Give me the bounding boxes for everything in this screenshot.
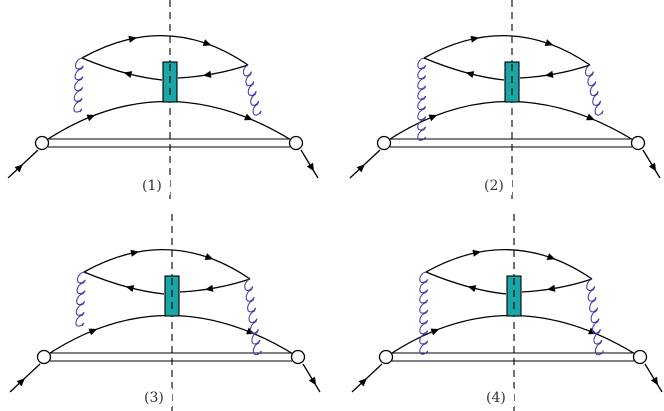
incoming-arrow [356, 164, 365, 173]
incoming-line [351, 363, 383, 393]
upper-quark-line-arrow [546, 253, 556, 260]
upper-quark-line [425, 249, 593, 280]
outgoing-line [302, 363, 321, 393]
diagram-4: (4) [351, 214, 663, 411]
right-antiquark-line-arrow [205, 284, 214, 292]
left-gluon [73, 57, 84, 113]
outgoing-arrow [650, 376, 659, 386]
lower-quark-line [385, 314, 641, 358]
lower-quark-line-arrow [244, 113, 253, 121]
label-background [482, 176, 512, 195]
lower-quark-line [43, 314, 299, 358]
upper-quark-line-arrow [130, 249, 139, 257]
left-vertex [376, 135, 392, 151]
left-vertex [378, 349, 394, 365]
left-antiquark-line-arrow [125, 285, 135, 293]
upper-quark-line-arrow [544, 39, 554, 46]
left-gluon [75, 271, 86, 327]
outgoing-line [300, 149, 319, 179]
left-gluon [417, 57, 427, 141]
lower-quark-line [41, 100, 297, 144]
outgoing-arrow [306, 162, 315, 172]
incoming-arrow [358, 378, 367, 387]
lower-quark-line-arrow [430, 328, 440, 336]
left-antiquark-line [83, 271, 165, 295]
right-antiquark-line [521, 278, 593, 293]
right-antiquark-line-arrow [203, 70, 212, 78]
right-antiquark-line [179, 278, 251, 293]
left-gluon [419, 271, 429, 355]
right-antiquark-line [177, 64, 249, 79]
left-vertex [36, 349, 52, 365]
diagram-3: (3) [9, 214, 321, 411]
diagram-label: (4) [486, 390, 506, 406]
right-vertex [288, 135, 304, 151]
left-antiquark-line-arrow [123, 71, 133, 79]
diagram-label: (3) [144, 390, 164, 406]
incoming-line [9, 363, 41, 393]
right-gluon [242, 64, 262, 116]
right-gluon [586, 278, 604, 356]
left-antiquark-line [423, 57, 505, 81]
label-background [140, 176, 170, 195]
left-vertex [34, 135, 50, 151]
lower-quark-line-arrow [428, 114, 438, 122]
incoming-line [349, 149, 381, 179]
upper-quark-line [83, 249, 251, 280]
upper-quark-line-arrow [128, 35, 137, 43]
upper-quark-line-arrow [202, 39, 212, 46]
upper-quark-line-arrow [204, 253, 214, 260]
incoming-arrow [16, 378, 25, 387]
left-antiquark-line [425, 271, 507, 295]
lower-quark-line-arrow [88, 328, 98, 336]
incoming-line [7, 149, 39, 179]
lower-quark-line-arrow [86, 114, 96, 122]
left-antiquark-line-arrow [465, 71, 475, 79]
right-antiquark-line [519, 64, 591, 79]
left-antiquark-line [81, 57, 163, 81]
outgoing-line [642, 149, 661, 179]
upper-quark-line-arrow [472, 249, 481, 257]
diagram-2: (2) [349, 0, 661, 200]
diagram-1: (1) [7, 0, 319, 200]
outgoing-arrow [308, 376, 317, 386]
diagram-label: (1) [142, 178, 162, 194]
diagram-label: (2) [484, 178, 504, 194]
outgoing-line [644, 363, 663, 393]
upper-quark-line [81, 35, 249, 66]
outgoing-arrow [648, 162, 657, 172]
right-gluon [584, 64, 604, 116]
label-background [142, 388, 172, 407]
incoming-arrow [14, 164, 23, 173]
lower-quark-line-arrow [586, 113, 595, 121]
right-vertex [630, 135, 646, 151]
right-antiquark-line-arrow [547, 284, 556, 292]
right-gluon [244, 278, 262, 356]
right-vertex [632, 349, 648, 365]
right-vertex [290, 349, 306, 365]
label-background [484, 388, 514, 407]
lower-quark-line [383, 100, 639, 144]
left-antiquark-line-arrow [467, 285, 477, 293]
upper-quark-line [423, 35, 591, 66]
right-antiquark-line-arrow [545, 70, 554, 78]
upper-quark-line-arrow [470, 35, 479, 43]
